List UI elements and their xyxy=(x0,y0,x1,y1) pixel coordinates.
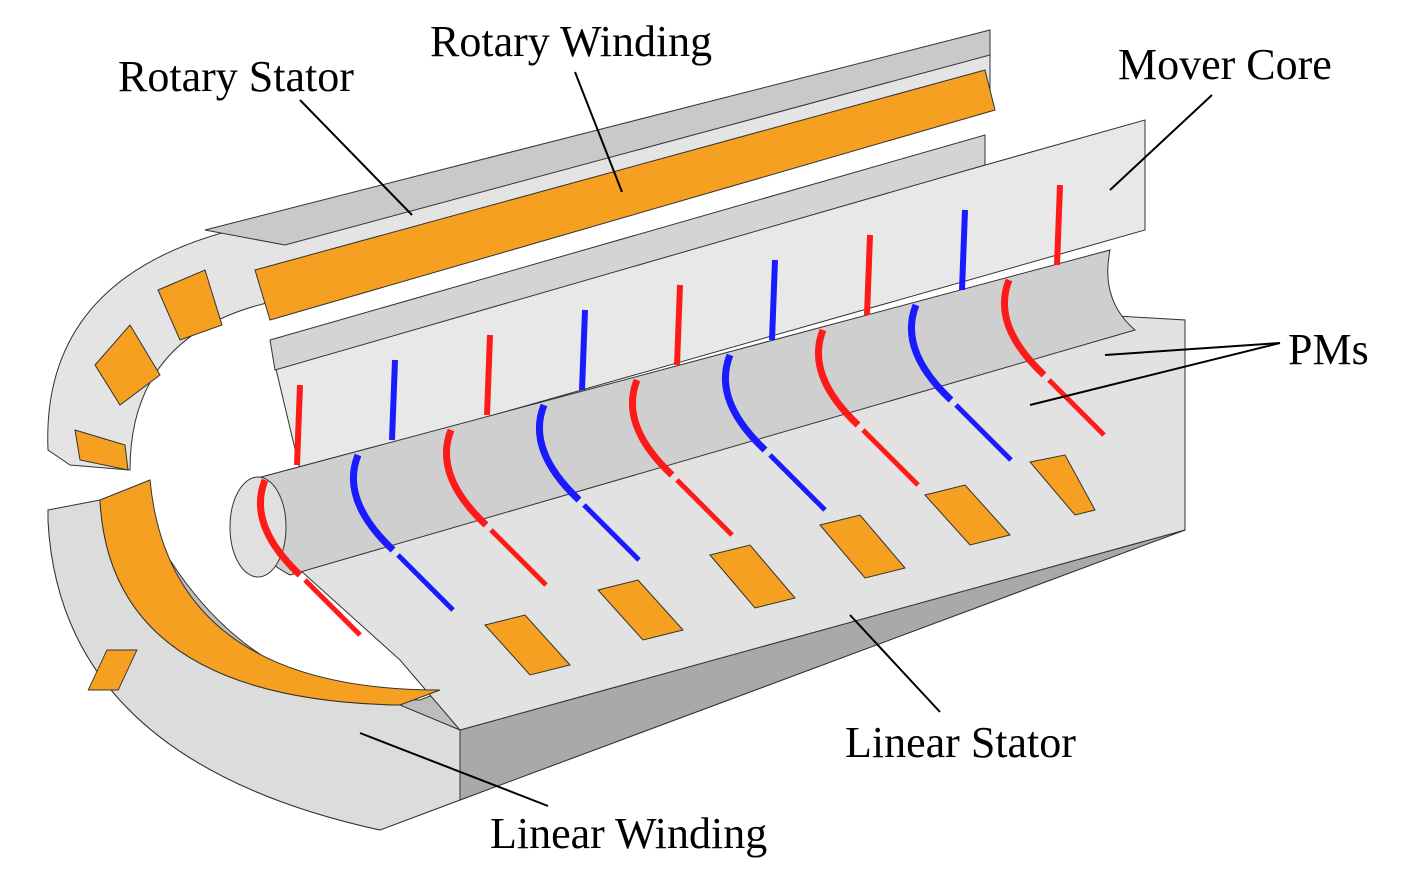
pm-bar-upper xyxy=(579,309,588,391)
pm-bar-upper xyxy=(389,359,398,441)
pm-bar-upper xyxy=(484,334,493,416)
rotary-stator xyxy=(47,29,996,471)
pm-ring xyxy=(721,353,768,453)
label-pms: PMs xyxy=(1288,325,1369,374)
pm-ring xyxy=(442,428,489,528)
pm-ring xyxy=(628,378,675,478)
pm-bar-upper xyxy=(674,284,683,366)
pm-ring xyxy=(814,328,861,428)
pm-bar-upper xyxy=(864,234,873,316)
pm-bar-lower xyxy=(396,553,455,612)
pm-bar-lower xyxy=(861,428,920,487)
label-mover-core: Mover Core xyxy=(1118,40,1332,89)
pm-ring xyxy=(1000,278,1047,378)
permanent-magnets xyxy=(256,184,1106,637)
linear-winding-slots xyxy=(87,454,1096,691)
pm-bar-lower xyxy=(954,403,1013,462)
label-linear-winding: Linear Winding xyxy=(490,809,768,858)
linear-winding-arc xyxy=(99,479,441,706)
pm-bar-lower xyxy=(303,578,362,637)
label-rotary-stator: Rotary Stator xyxy=(118,52,354,101)
rotary-winding-bar xyxy=(254,69,996,321)
pm-bar-upper xyxy=(959,209,968,291)
pm-bar-lower xyxy=(768,453,827,512)
label-rotary-winding: Rotary Winding xyxy=(430,17,713,66)
pm-bar-lower xyxy=(489,528,548,587)
pm-bar-upper xyxy=(769,259,778,341)
pm-bar-lower xyxy=(675,478,734,537)
pm-bar-lower xyxy=(1047,378,1106,437)
mover-core xyxy=(269,119,1146,471)
pm-ring xyxy=(907,303,954,403)
pm-ring xyxy=(349,453,396,553)
pm-bar-upper xyxy=(294,384,303,466)
pm-bar-lower xyxy=(582,503,641,562)
pm-ring xyxy=(535,403,582,503)
pm-bar-upper xyxy=(1054,184,1063,266)
leader-lines xyxy=(299,71,1281,807)
pm-ring xyxy=(256,478,303,578)
label-linear-stator: Linear Stator xyxy=(845,718,1076,767)
rotary-winding-slots xyxy=(74,269,223,471)
